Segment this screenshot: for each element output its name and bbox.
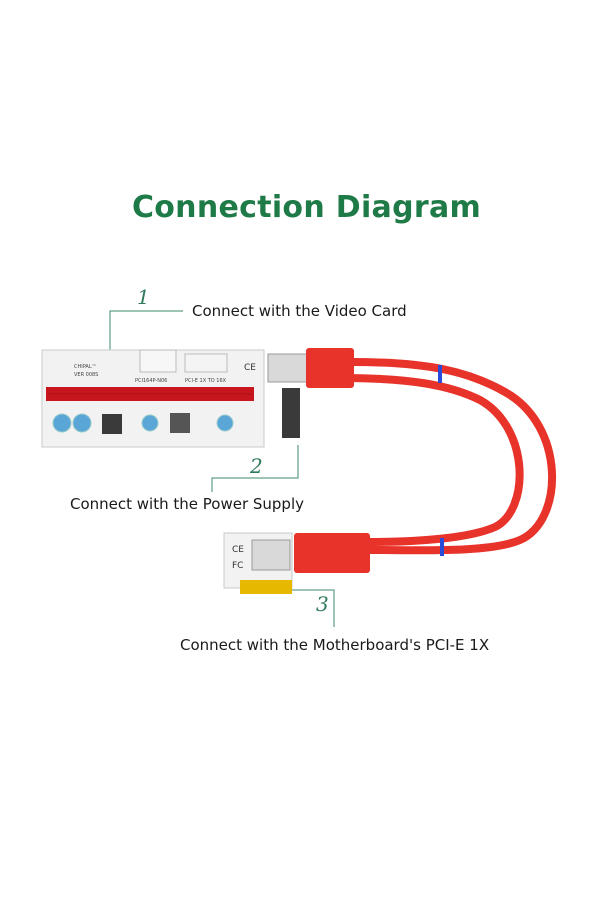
- callout-number-2: 2: [250, 454, 263, 478]
- 6pin-power-connector: [139, 349, 177, 373]
- fc-mark: FC: [232, 561, 243, 571]
- ce-mark-top: CE: [244, 363, 256, 373]
- inductor: [170, 413, 190, 433]
- leader-line-3: [282, 589, 335, 627]
- board-brand: CHIPAL™: [74, 364, 97, 370]
- chip: [102, 414, 122, 434]
- capacitor: [216, 414, 234, 432]
- diagram-title: Connection Diagram: [131, 190, 482, 225]
- sata-power-connector: [282, 388, 300, 438]
- callout-label-3: Connect with the Motherboard's PCI-E 1X: [180, 636, 490, 654]
- callout-label-2: Connect with the Power Supply: [70, 495, 305, 513]
- callout-number-3: 3: [316, 592, 329, 616]
- usb-cable-inner: [336, 374, 524, 546]
- capacitor: [52, 413, 72, 433]
- board-model: VER 008S: [74, 372, 98, 378]
- capacitor: [72, 413, 92, 433]
- usb-plug-bottom: [294, 533, 370, 573]
- usb-port-top: [267, 353, 311, 383]
- pcie-1x-edge-connector: [240, 580, 292, 594]
- ce-mark-bottom: CE: [232, 545, 244, 555]
- capacitor: [141, 414, 159, 432]
- usb-port-bottom: [251, 539, 291, 571]
- cable-band-top: [438, 365, 442, 383]
- callout-number-1: 1: [137, 285, 150, 309]
- cable-band-bottom: [440, 538, 444, 556]
- board-socket-label: PCI164P-N06: [135, 378, 167, 384]
- molex-power-connector: [184, 353, 228, 373]
- usb-plug-top: [306, 348, 354, 388]
- leader-line-2: [211, 445, 299, 492]
- callout-label-1: Connect with the Video Card: [192, 302, 407, 320]
- usb-cable: [348, 358, 557, 555]
- board-pcie-label: PCI-E 1X TO 16X: [185, 378, 227, 384]
